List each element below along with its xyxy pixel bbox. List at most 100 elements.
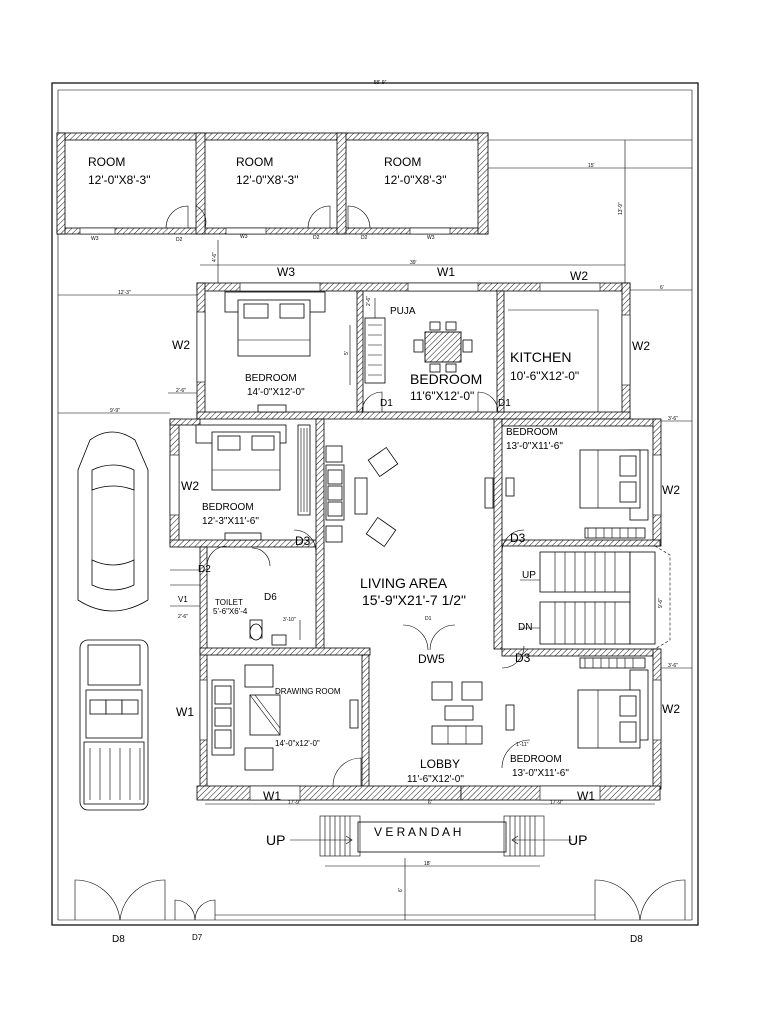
outhouse-door-2-swing <box>307 205 331 229</box>
toilet-door-d6-mark: D6 <box>264 592 277 603</box>
door-dw5-right-swing <box>429 624 456 651</box>
outhouse-door-3-swing <box>347 205 371 229</box>
outhouse-rooms <box>56 132 489 235</box>
overall-dimension: 58'-9" <box>52 80 698 86</box>
outhouse-1-window-mark: W3 <box>91 236 99 242</box>
bottom-dimensions: 17'-9" 6' 17'-9" <box>205 800 655 806</box>
left-offset-2-label: 2'-6" <box>176 388 186 394</box>
kitchen-name: KITCHEN <box>510 349 571 365</box>
car-pickup <box>79 639 149 811</box>
left-offset-3-label: 9'-9" <box>110 408 120 414</box>
door-d3-ne-swing <box>501 529 525 553</box>
right-offset-1-label: 6' <box>660 285 664 291</box>
bottom-mid-dim: 6' <box>428 800 432 806</box>
puja-name: PUJA <box>390 306 416 317</box>
outhouse-1-door-mark: D2 <box>176 237 183 243</box>
door-d3-west-mark: D3 <box>295 534 311 548</box>
outhouse-1-name: ROOM <box>88 155 125 169</box>
bedroom-nw-name: BEDROOM <box>245 373 297 384</box>
bedroom-w-size: 12'-3"X11'-6" <box>202 516 259 527</box>
stair-depth-label: 9'-6" <box>658 598 664 608</box>
verandah-depth-label: 6' <box>398 888 404 892</box>
main-width-label: 39' <box>410 260 417 266</box>
outhouse-2-size: 12'-0"X8'-3" <box>236 173 298 187</box>
door-d3-se-mark: D3 <box>515 651 531 665</box>
bedroom-se-name: BEDROOM <box>510 754 562 765</box>
living-size: 15'-9"X21'-7 1/2" <box>362 592 466 608</box>
gate-d8-right-mark: D8 <box>630 934 643 945</box>
car-sedan <box>77 431 149 612</box>
bedroom-n-name: BEDROOM <box>410 371 482 387</box>
verandah-name: V E R A N D A H <box>374 825 461 839</box>
door-d1-left-mark: D1 <box>380 398 393 409</box>
north-window-w2-mark: W2 <box>570 269 588 283</box>
living-door-d1-mark: D1 <box>425 616 432 622</box>
door-d3-ne-mark: D3 <box>510 531 526 545</box>
bedroom-se-size: 13'-0"X11'-6" <box>512 768 569 779</box>
puja-shelf <box>349 298 386 385</box>
door-d3-west-swing <box>293 529 317 553</box>
bedroom-n-size: 11'6"X12'-0" <box>410 389 474 403</box>
outhouse-2-name: ROOM <box>236 155 273 169</box>
verandah <box>290 815 572 920</box>
verandah-width-label: 18' <box>424 861 431 867</box>
drawing-name: DRAWING ROOM <box>275 687 341 696</box>
toilet-door-width-label: 3'-10" <box>283 617 296 623</box>
north-window-w3-mark: W3 <box>277 265 295 279</box>
verandah-up-right-mark: UP <box>568 832 587 848</box>
bed-ne <box>505 449 649 539</box>
top-right-width-label: 15' <box>588 163 595 169</box>
drawing-furniture <box>211 664 359 771</box>
front-gates <box>74 879 686 921</box>
toilet-size: 5'-6"X6'-4 <box>213 607 248 616</box>
kitchen-counter <box>508 309 599 412</box>
bed-se <box>501 657 649 769</box>
door-dw5-left-swing <box>402 624 429 651</box>
gate-d7-mark: D7 <box>192 933 203 942</box>
outhouse-2-door-mark: D2 <box>313 235 320 241</box>
lobby-name: LOBBY <box>420 757 460 771</box>
bottom-left-dim: 17'-9" <box>288 800 301 806</box>
outhouse-door-1-swing <box>165 205 189 229</box>
ventilator-v1-mark: V1 <box>178 595 188 604</box>
bedroom-w-name: BEDROOM <box>202 502 254 513</box>
puja-depth-label: 5' <box>344 351 350 355</box>
overall-width-label: 58'-9" <box>374 80 387 86</box>
puja-width-label: 2'-6" <box>366 296 372 306</box>
lobby-furniture <box>431 681 483 745</box>
toilet-left-offset-label: 2'-6" <box>178 614 188 620</box>
bed-nw <box>224 291 326 413</box>
outhouse-3-door-mark: D2 <box>361 235 368 241</box>
kitchen-size: 10'-6"X12'-0" <box>510 369 579 383</box>
east-window-w2-mark-1: W2 <box>632 339 650 353</box>
drawing-window-w1-mark: W1 <box>176 705 194 719</box>
top-right-dimensions: 15' 13'-9" 39' 4'-6" 12'-3" 6' 2'-6" 9'-… <box>58 139 692 669</box>
drawing-size: 14'-0"x12'-0" <box>275 739 320 748</box>
verandah-up-left-mark: UP <box>266 832 285 848</box>
gate-d8-left-mark: D8 <box>112 934 125 945</box>
bottom-window-w1-mark-left: W1 <box>263 789 281 803</box>
door-dw5-mark: DW5 <box>418 652 445 666</box>
bottom-right-dim: 17'-9" <box>550 800 563 806</box>
north-windows <box>169 282 662 801</box>
room-gap-label: 4'-6" <box>212 252 218 262</box>
toilet-name: TOILET <box>215 598 243 607</box>
left-offset-1-label: 12'-3" <box>118 290 131 296</box>
outhouse-3-size: 12'-0"X8'-3" <box>384 173 446 187</box>
west-window-w2-mark-1: W2 <box>172 338 190 352</box>
bedroom-nw-size: 14'-0"X12'-0" <box>247 387 305 398</box>
drawing-door-swing <box>332 757 362 787</box>
bed-w <box>195 424 311 541</box>
staircase <box>520 545 671 650</box>
bedroom-ne-name: BEDROOM <box>506 427 558 438</box>
living-name: LIVING AREA <box>360 575 448 591</box>
dining-set <box>413 321 473 373</box>
top-right-depth-label: 13'-9" <box>618 202 624 215</box>
right-offset-2-label: 3'-6" <box>668 416 678 422</box>
outhouse-1-size: 12'-0"X8'-3" <box>88 173 150 187</box>
stair-up-mark: UP <box>522 570 536 581</box>
toilet-fixtures <box>170 545 301 646</box>
east-window-w2-mark-2: W2 <box>662 483 680 497</box>
lobby-size: 11'-6"X12'-0" <box>407 774 464 785</box>
